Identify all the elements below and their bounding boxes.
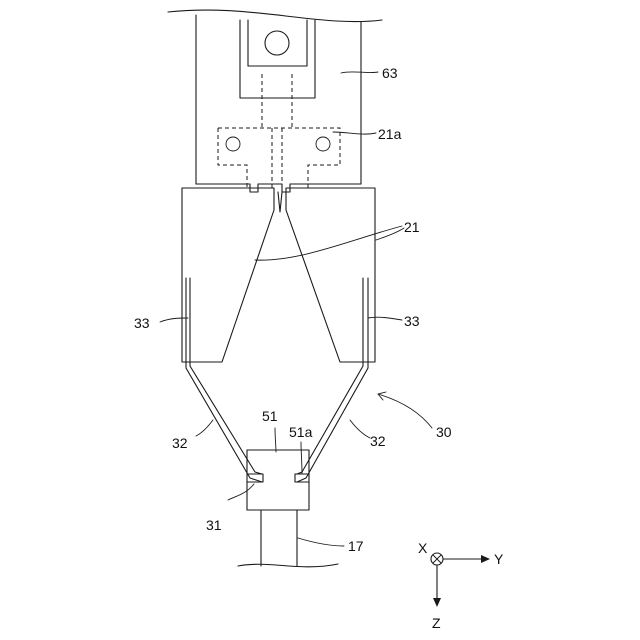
left-jaw xyxy=(182,188,274,362)
z-axis-arrow-icon xyxy=(433,598,441,607)
axis-label-z: Z xyxy=(432,615,441,631)
axis-label-x: X xyxy=(418,540,428,556)
coordinate-axes: X Y Z xyxy=(418,540,504,631)
bolt-hole-upper xyxy=(265,31,289,55)
axis-label-y: Y xyxy=(494,551,504,567)
label-51: 51 xyxy=(262,408,278,424)
y-axis-arrow-icon xyxy=(481,555,490,563)
label-32-right: 32 xyxy=(370,433,386,449)
label-51a: 51a xyxy=(289,424,313,440)
label-30: 30 xyxy=(436,424,452,440)
component-63 xyxy=(168,10,382,192)
label-33-left: 33 xyxy=(134,315,150,331)
right-jaw xyxy=(286,188,375,362)
label-17: 17 xyxy=(348,538,364,554)
label-32-left: 32 xyxy=(172,435,188,451)
label-21a: 21a xyxy=(378,126,402,142)
bracket-hole-left xyxy=(226,137,240,151)
bracket-hole-right xyxy=(316,137,330,151)
gripper-body-21 xyxy=(182,188,375,362)
label-33-right: 33 xyxy=(404,313,420,329)
leader-lines xyxy=(160,72,432,546)
bracket-21a xyxy=(218,128,340,190)
label-21: 21 xyxy=(404,219,420,235)
label-63: 63 xyxy=(382,65,398,81)
spring-clip-30 xyxy=(186,278,368,482)
label-31: 31 xyxy=(206,517,222,533)
shaft-17 xyxy=(238,510,338,567)
